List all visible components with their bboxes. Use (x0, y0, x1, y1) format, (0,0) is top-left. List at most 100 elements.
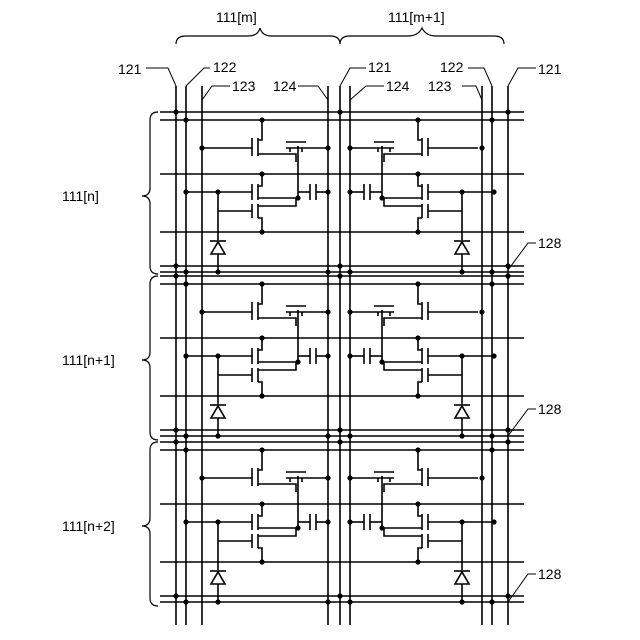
photodiode (211, 242, 225, 254)
wire (384, 528, 422, 536)
junction-dot (479, 309, 484, 314)
column-brace-m1 (340, 28, 504, 44)
label-124-right: 124 (386, 78, 410, 94)
row-label-n1: 111[n+1] (62, 352, 115, 368)
junction-dot (337, 273, 342, 278)
label-124-left: 124 (273, 78, 297, 94)
wire (384, 484, 422, 492)
junction-dot (415, 281, 420, 286)
junction-dot (183, 117, 188, 122)
photodiode (455, 572, 469, 584)
junction-dot (183, 269, 188, 274)
label-121-right: 121 (538, 61, 562, 77)
junction-dot (505, 109, 510, 114)
junction-dot (347, 433, 352, 438)
row-label-n: 111[n] (62, 188, 99, 204)
junction-dot (479, 145, 484, 150)
photodiode (455, 242, 469, 254)
wire (384, 154, 422, 162)
wire (258, 528, 296, 536)
wire (384, 318, 422, 326)
junction-dot (415, 559, 420, 564)
junction-dot (337, 439, 342, 444)
label-128-row-n1: 128 (538, 401, 562, 417)
wire (258, 154, 296, 162)
wire (258, 198, 296, 206)
junction-dot (491, 353, 496, 358)
junction-dot (325, 475, 330, 480)
junction-dot (173, 593, 178, 598)
label-122-left: 122 (213, 59, 237, 75)
label-121-left: 121 (118, 61, 142, 77)
junction-dot (325, 269, 330, 274)
label-123-right: 123 (428, 78, 452, 94)
junction-dot (173, 273, 178, 278)
junction-dot (415, 335, 420, 340)
junction-dot (415, 171, 420, 176)
junction-dot (347, 599, 352, 604)
junction-dot (183, 599, 188, 604)
junction-dot (325, 519, 330, 524)
circuit-wiring (160, 86, 524, 625)
photodiode (211, 572, 225, 584)
junction-dot (489, 447, 494, 452)
junction-dot (505, 263, 510, 268)
junction-dot (505, 593, 510, 598)
junction-dot (337, 263, 342, 268)
junction-dot (479, 475, 484, 480)
junction-dot (259, 171, 264, 176)
row-brace-n1 (142, 276, 158, 440)
junction-dot (347, 475, 352, 480)
junction-dot (337, 109, 342, 114)
label-122-right: 122 (440, 59, 464, 75)
junction-dot (347, 309, 352, 314)
label-121-mid: 121 (368, 59, 392, 75)
junction-dot (259, 447, 264, 452)
junction-dot (489, 117, 494, 122)
junction-dot (347, 353, 352, 358)
junction-dot (259, 335, 264, 340)
wire (258, 318, 296, 326)
junction-dot (491, 519, 496, 524)
junction-dot (505, 439, 510, 444)
column-brace-m (176, 28, 340, 44)
junction-dot (183, 519, 188, 524)
junction-dot (173, 427, 178, 432)
junction-dot (325, 353, 330, 358)
junction-dot (415, 393, 420, 398)
label-128-row-n2: 128 (538, 566, 562, 582)
junction-dot (259, 117, 264, 122)
junction-dot (325, 433, 330, 438)
junction-dot (489, 599, 494, 604)
junction-dot (183, 433, 188, 438)
junction-dot (489, 281, 494, 286)
junction-dot (347, 519, 352, 524)
column-label-m1: 111[m+1] (388, 9, 445, 25)
junction-dot (347, 189, 352, 194)
junction-dot (325, 145, 330, 150)
column-label-m: 111[m] (216, 9, 257, 25)
junction-dot (173, 263, 178, 268)
junction-dot (489, 433, 494, 438)
junction-dot (259, 229, 264, 234)
photodiode (211, 406, 225, 418)
row-brace-n2 (142, 442, 158, 606)
junction-dot (415, 229, 420, 234)
junction-dot (259, 559, 264, 564)
junction-dot (183, 281, 188, 286)
junction-dot (489, 269, 494, 274)
junction-dot (173, 439, 178, 444)
junction-dot (199, 475, 204, 480)
row-label-n2: 111[n+2] (62, 518, 115, 534)
junction-dot (259, 281, 264, 286)
row-brace-n (142, 112, 158, 274)
photodiode (455, 406, 469, 418)
junction-dot (337, 593, 342, 598)
label-128-row-n: 128 (538, 235, 562, 251)
junction-dot (183, 447, 188, 452)
junction-dot (337, 427, 342, 432)
label-123-left: 123 (232, 78, 256, 94)
junction-dot (491, 189, 496, 194)
